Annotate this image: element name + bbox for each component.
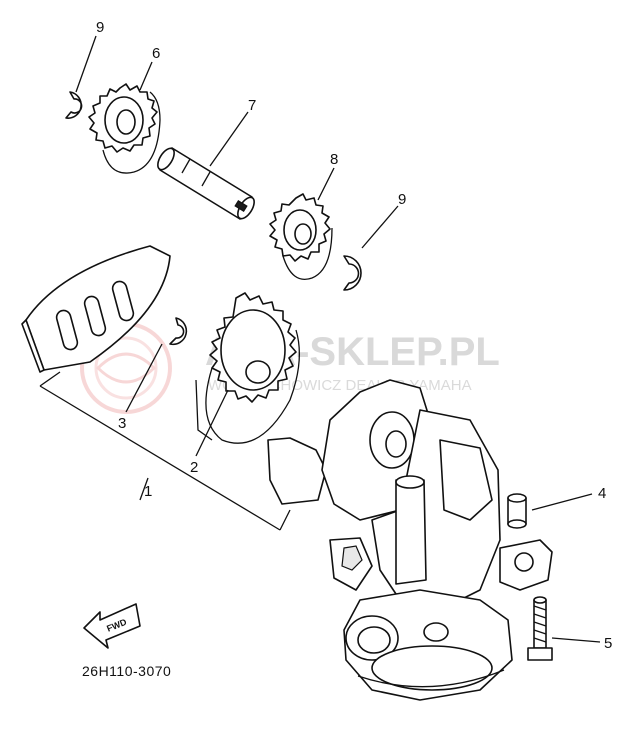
- callout-1: 1: [144, 483, 152, 500]
- callout-labels: 9 6 7 8 9 3 2 1 4 5: [96, 19, 612, 652]
- callout-5: 5: [604, 635, 612, 652]
- bolt-part-5: [527, 596, 553, 661]
- fwd-direction-badge: FWD: [83, 603, 141, 649]
- callout-9-top: 9: [96, 19, 104, 36]
- callout-2: 2: [190, 459, 198, 476]
- shaft-part-7: [157, 147, 255, 220]
- callout-3: 3: [118, 415, 126, 432]
- callout-4: 4: [598, 485, 606, 502]
- callout-9-right: 9: [398, 191, 406, 208]
- gear-part-2: [195, 292, 300, 444]
- callout-8: 8: [330, 151, 338, 168]
- circlip-part-3: [169, 317, 188, 346]
- gear-part-6: [88, 83, 161, 174]
- part-code-label: 26H110-3070: [82, 663, 171, 679]
- gear-part-8: [269, 193, 333, 280]
- oil-pump-body: [267, 379, 553, 701]
- dowel-pin-part-4: [507, 493, 527, 529]
- leader-lines: [39, 35, 601, 643]
- callout-7: 7: [248, 97, 256, 114]
- circlip-part-9-top: [65, 91, 83, 119]
- cover-plate: [21, 245, 171, 373]
- callout-6: 6: [152, 45, 160, 62]
- circlip-part-9-right: [343, 255, 362, 291]
